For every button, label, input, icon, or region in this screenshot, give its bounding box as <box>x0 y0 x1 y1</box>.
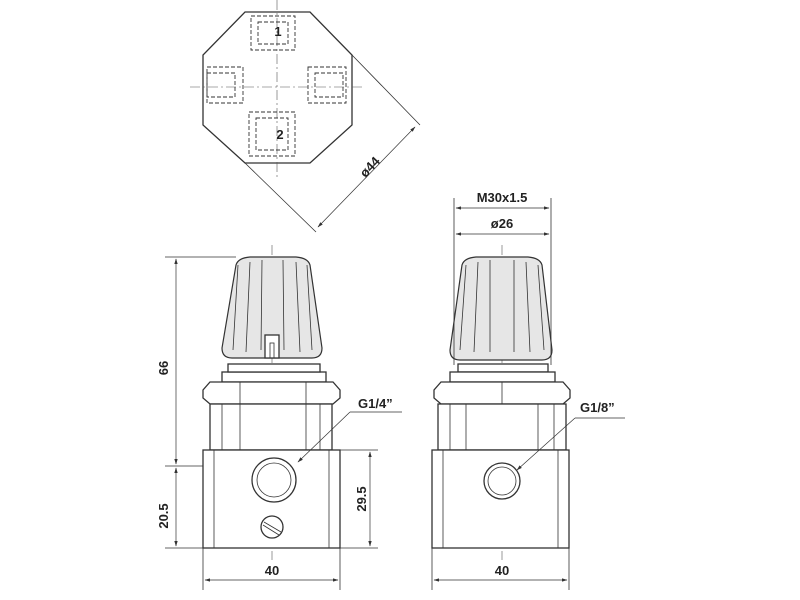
port-label-g18: G1/8” <box>580 400 615 415</box>
knob-slot <box>264 334 280 359</box>
right-view: M30x1.5 ø26 40 G1/8” <box>431 190 625 590</box>
port-label-g14: G1/4” <box>358 396 393 411</box>
dim-40-left-label: 40 <box>265 563 279 578</box>
port-right-hidden <box>307 66 347 104</box>
port-2-label: 2 <box>276 127 283 142</box>
port-hole-g18 <box>483 462 521 500</box>
lock-ring-right <box>449 371 556 383</box>
port-2-hidden <box>248 111 296 157</box>
dim-m30-label: M30x1.5 <box>477 190 528 205</box>
top-view-body <box>202 11 353 164</box>
port-hole-g14 <box>251 457 297 503</box>
dim-26-label: ø26 <box>491 216 513 231</box>
dim-29-5-label: 29.5 <box>354 486 369 511</box>
port-1-label: 1 <box>274 24 281 39</box>
dim-20-5-label: 20.5 <box>156 503 171 528</box>
dia-44-dimension-line <box>317 126 416 228</box>
dia-44-label: ø44 <box>357 153 384 180</box>
dim-66-label: 66 <box>156 361 171 375</box>
bonnet-left <box>202 381 341 405</box>
adjusting-knob-right <box>449 256 553 361</box>
left-view: 66 20.5 29.5 40 G1/4” <box>156 245 402 590</box>
top-view: 1 2 ø44 <box>190 0 421 233</box>
port-1-hidden <box>250 15 296 51</box>
lock-ring-left <box>221 371 327 383</box>
dim-40-right-label: 40 <box>495 563 509 578</box>
